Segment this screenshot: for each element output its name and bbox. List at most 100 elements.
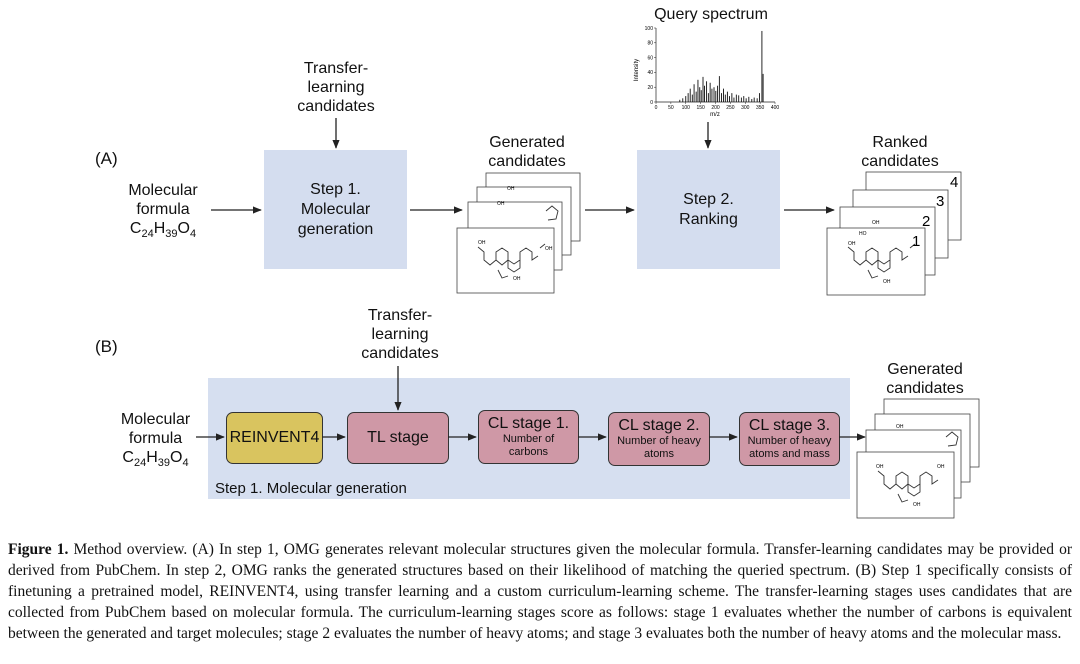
- gen-line1: Generated: [489, 134, 565, 151]
- x-tick-label: 200: [711, 105, 720, 111]
- formula-o-count: 4: [189, 228, 197, 241]
- oh-label: OH: [876, 464, 884, 470]
- cl1-sub2: carbons: [508, 446, 549, 458]
- cl-stage2-box: CL stage 2. Number of heavy atoms: [608, 412, 710, 466]
- reinvent4-label: REINVENT4: [229, 429, 320, 446]
- cl3-title: CL stage 3.: [748, 417, 831, 434]
- input-line2: formula: [136, 201, 190, 218]
- x-tick-label: 100: [682, 105, 691, 111]
- tl-stage-label: TL stage: [367, 429, 429, 446]
- step1-line2: Molecular: [300, 200, 371, 218]
- formula-c: C: [122, 449, 134, 466]
- formula-c-count: 24: [141, 228, 154, 241]
- x-tick-label: 0: [655, 105, 658, 111]
- oh-label: OH: [497, 201, 505, 207]
- oh-label: OH: [513, 276, 521, 282]
- generated-candidates-stack-b: [856, 398, 980, 519]
- cl-stage1-box: CL stage 1. Number of carbons: [478, 410, 579, 464]
- panel-a-label: (A): [95, 149, 118, 168]
- formula-o: O: [177, 220, 190, 237]
- gen-line2: candidates: [488, 153, 566, 170]
- ho-label: HO: [859, 231, 867, 237]
- formula-c-count: 24: [133, 457, 147, 470]
- input-formula-a: Molecular formula C24H39O4: [118, 181, 208, 244]
- generated-candidates-stack-a: [456, 172, 581, 294]
- rank-1: 1: [912, 233, 920, 250]
- x-tick-label: 350: [756, 105, 765, 111]
- step1-box: Step 1. Molecular generation: [264, 150, 407, 269]
- oh-label: OH: [896, 424, 904, 430]
- cl-stage3-box: CL stage 3. Number of heavy atoms and ma…: [739, 412, 840, 466]
- ranked-line1: Ranked: [872, 134, 928, 151]
- formula-o-count: 4: [182, 457, 189, 470]
- y-tick-label: 0: [650, 100, 653, 106]
- y-tick-label: 100: [645, 26, 654, 32]
- x-tick-label: 150: [696, 105, 705, 111]
- y-tick-label: 60: [647, 55, 653, 61]
- tl-line1: Transfer-: [303, 60, 369, 77]
- ranked-candidates-label: Ranked candidates: [850, 133, 950, 171]
- spectrum-bars: [679, 30, 764, 102]
- rank-4: 4: [950, 174, 958, 191]
- formula-c: C: [129, 220, 142, 237]
- input-line1: Molecular: [120, 411, 191, 428]
- oh-label: OH: [545, 246, 553, 252]
- molecule-structure: [477, 205, 559, 279]
- gen-line2: candidates: [886, 380, 964, 397]
- reinvent4-box: REINVENT4: [226, 412, 323, 464]
- generated-candidates-a-label: Generated candidates: [472, 133, 582, 171]
- formula-h-count: 39: [157, 457, 171, 470]
- mol-card-front: [856, 451, 955, 519]
- gen-line1: Generated: [887, 361, 963, 378]
- y-tick-label: 20: [647, 85, 653, 91]
- oh-label: OH: [478, 240, 486, 246]
- figure-caption: Figure 1. Method overview. (A) In step 1…: [8, 539, 1072, 644]
- ranked-line2: candidates: [861, 153, 939, 170]
- tl-candidates-a: Transfer- learning candidates: [286, 59, 386, 116]
- tl-line1: Transfer-: [367, 307, 433, 324]
- oh-label: OH: [883, 279, 891, 285]
- formula-h: H: [153, 220, 166, 237]
- tl-line2: learning: [371, 326, 429, 343]
- step2-line2: Ranking: [679, 210, 738, 228]
- spectrum-axes: [654, 27, 776, 104]
- spectrum-ylabel: Intensity: [634, 59, 640, 81]
- cl3-sub2: atoms and mass: [749, 448, 830, 460]
- tl-line2: learning: [307, 79, 365, 96]
- rank-3: 3: [936, 193, 944, 210]
- molecule-structure: [847, 243, 916, 279]
- oh-label: OH: [872, 220, 880, 226]
- input-formula-b: Molecular formula C24H39O4: [108, 410, 203, 473]
- formula-o: O: [170, 449, 183, 466]
- x-tick-label: 400: [771, 105, 780, 111]
- cl1-title: CL stage 1.: [487, 415, 570, 432]
- cl2-sub2: atoms: [644, 448, 674, 460]
- tl-candidates-b: Transfer- learning candidates: [350, 306, 450, 363]
- ranked-candidates-stack: [826, 171, 962, 296]
- input-line1: Molecular: [128, 182, 198, 199]
- step1-line1: Step 1.: [310, 180, 361, 198]
- x-tick-label: 50: [668, 105, 674, 111]
- formula-b: C24H39O4: [108, 448, 203, 473]
- formula-h: H: [146, 449, 158, 466]
- x-tick-label: 250: [726, 105, 735, 111]
- step2-line1: Step 2.: [683, 190, 734, 208]
- spectrum-xlabel: m/z: [710, 112, 720, 118]
- caption-text: Method overview. (A) In step 1, OMG gene…: [8, 541, 1073, 642]
- mol-card-front: [456, 227, 555, 294]
- y-tick-label: 40: [647, 70, 653, 76]
- panel-b-label: (B): [95, 337, 118, 356]
- input-line2: formula: [128, 430, 183, 447]
- query-spectrum-title: Query spectrum: [654, 6, 768, 23]
- figure-label: Figure 1.: [8, 541, 69, 558]
- cl3-sub1: Number of heavy: [747, 435, 832, 447]
- molecule-structure: [877, 431, 959, 503]
- formula-h-count: 39: [165, 228, 178, 241]
- oh-label: OH: [937, 464, 945, 470]
- cl2-title: CL stage 2.: [618, 417, 700, 434]
- x-tick-label: 300: [741, 105, 750, 111]
